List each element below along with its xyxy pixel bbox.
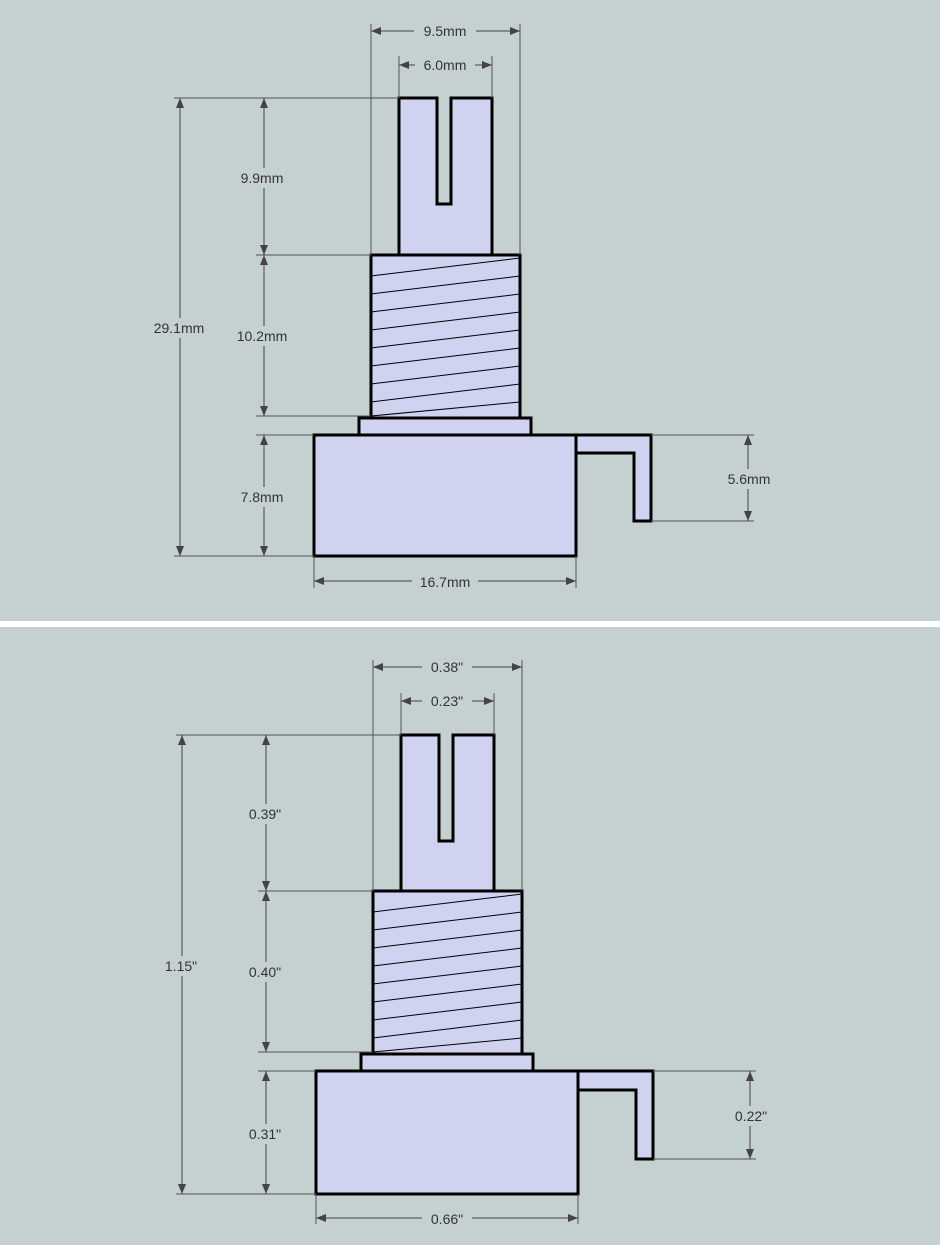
dimension-bushing-height: 10.2mm <box>230 255 296 416</box>
metric-drawing: 9.5mm 6.0mm 29.1mm 9.9mm <box>148 22 780 590</box>
dimension-body-height: 0.31" <box>240 1071 290 1194</box>
solder-lug <box>574 433 653 523</box>
mounting-step <box>359 1052 535 1071</box>
body-height-label: 7.8mm <box>241 489 284 505</box>
shaft <box>397 96 494 257</box>
dimension-shaft-width: 0.23" <box>401 692 494 710</box>
imperial-drawing: 0.38" 0.23" 1.15" 0.39" <box>158 658 776 1227</box>
pot-body <box>314 1069 580 1196</box>
shaft <box>399 733 496 893</box>
dimension-lug-height: 5.6mm <box>718 435 780 521</box>
dimension-shaft-height: 0.39" <box>240 735 290 891</box>
lug-height-label: 0.22" <box>735 1108 767 1124</box>
body-width-label: 16.7mm <box>420 574 471 590</box>
threaded-bushing <box>371 889 524 1056</box>
extension-lines <box>174 24 754 588</box>
extension-lines <box>176 660 756 1224</box>
threaded-bushing <box>369 253 522 420</box>
lug-height-label: 5.6mm <box>728 471 771 487</box>
dimension-bushing-height: 0.40" <box>240 891 290 1052</box>
dimension-overall-width: 0.38" <box>373 658 522 676</box>
panel-divider <box>0 621 940 627</box>
total-height-label: 29.1mm <box>154 320 205 336</box>
overall-width-label: 9.5mm <box>424 23 467 39</box>
body-width-label: 0.66" <box>431 1211 463 1227</box>
potentiometer-outline <box>314 733 655 1196</box>
dimension-overall-width: 9.5mm <box>371 22 520 40</box>
pot-body <box>312 433 578 558</box>
dimension-shaft-width: 6.0mm <box>399 56 492 74</box>
shaft-width-label: 0.23" <box>431 693 463 709</box>
shaft-height-label: 9.9mm <box>241 170 284 186</box>
bushing-threads <box>370 257 521 417</box>
bushing-height-label: 10.2mm <box>237 328 288 344</box>
dimension-total-height: 29.1mm <box>148 98 210 556</box>
dimension-body-width: 16.7mm <box>314 572 576 590</box>
dimension-total-height: 1.15" <box>158 735 206 1194</box>
dimension-body-width: 0.66" <box>316 1209 578 1227</box>
shaft-height-label: 0.39" <box>249 806 281 822</box>
dimension-shaft-height: 9.9mm <box>232 98 294 255</box>
shaft-width-label: 6.0mm <box>424 57 467 73</box>
potentiometer-outline <box>312 96 653 558</box>
body-height-label: 0.31" <box>249 1126 281 1142</box>
bushing-threads <box>372 893 523 1053</box>
imperial-drawing-panel: 0.38" 0.23" 1.15" 0.39" <box>0 627 940 1245</box>
bushing-height-label: 0.40" <box>249 964 281 980</box>
dimension-lug-height: 0.22" <box>726 1071 776 1159</box>
dimension-body-height: 7.8mm <box>232 435 294 556</box>
total-height-label: 1.15" <box>165 958 197 974</box>
solder-lug <box>576 1069 655 1161</box>
metric-drawing-panel: 9.5mm 6.0mm 29.1mm 9.9mm <box>0 0 940 621</box>
mounting-step <box>357 416 533 435</box>
overall-width-label: 0.38" <box>431 659 463 675</box>
